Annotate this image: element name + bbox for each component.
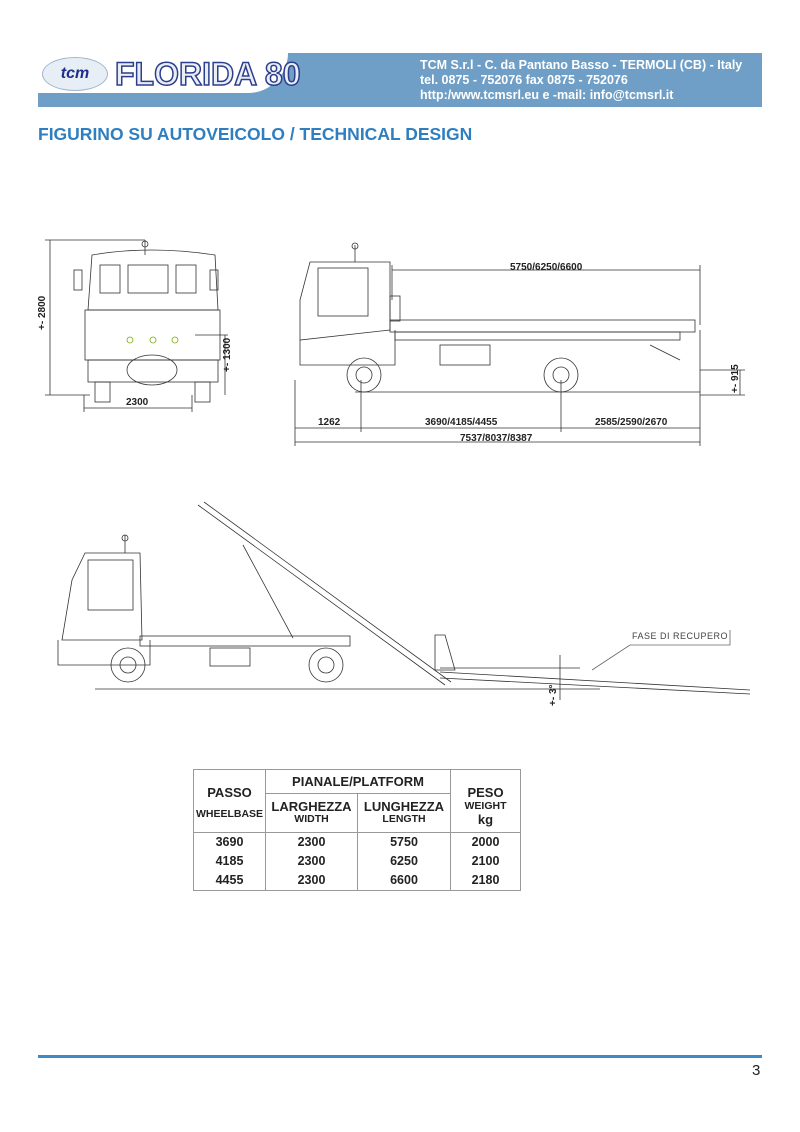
- dim-rear-overhang: 2585/2590/2670: [595, 417, 668, 428]
- header-peso: PESO: [450, 769, 521, 800]
- table-row-cell: 2300: [297, 854, 326, 868]
- header-length: LENGTH: [382, 812, 426, 825]
- tcm-logo: tcm: [42, 57, 108, 91]
- dim-platform-length: 5750/6250/6600: [510, 262, 583, 273]
- dim-width-2300: 2300: [126, 397, 149, 408]
- dim-height-2800: +- 2800: [37, 295, 48, 330]
- front-view-drawing: [45, 239, 228, 412]
- florida-80-logo: FLORIDA 80: [114, 55, 301, 93]
- table-row-cell: 2300: [297, 835, 326, 849]
- company-web: http:/www.tcmsrl.eu e -mail: info@tcmsrl…: [420, 88, 674, 102]
- dim-front-overhang: 1262: [318, 417, 341, 428]
- dim-rear-height-915: +- 915: [730, 364, 741, 393]
- header-lunghezza: LUNGHEZZA: [363, 798, 445, 814]
- table-row-cell: 4185: [215, 854, 244, 868]
- header-weight: WEIGHT: [464, 799, 507, 812]
- table-row-cell: 2300: [297, 873, 326, 887]
- header-width: WIDTH: [294, 812, 329, 825]
- dim-total-length: 7537/8037/8387: [460, 433, 533, 444]
- recovery-phase-label: FASE DI RECUPERO: [632, 631, 729, 641]
- table-row-cell: 2100: [471, 854, 500, 868]
- table-row-cell: 3690: [215, 835, 244, 849]
- header-larghezza: LARGHEZZA: [271, 798, 352, 814]
- company-address: TCM S.r.l - C. da Pantano Basso - TERMOL…: [420, 58, 743, 72]
- dim-platform-height-1300: +- 1300: [222, 337, 233, 372]
- table-row-cell: 5750: [390, 835, 418, 849]
- side-view-drawing: [294, 242, 745, 446]
- loading-view-drawing: [57, 501, 751, 700]
- specs-table: PASSO PIANALE/PLATFORM PESO WHEELBASE LA…: [193, 769, 521, 891]
- footer-divider: [38, 1055, 762, 1058]
- table-row-cell: 4455: [215, 873, 244, 887]
- header-passo: PASSO: [193, 769, 266, 800]
- header-pianale: PIANALE/PLATFORM: [265, 769, 451, 794]
- dim-angle-3: +- 3°: [548, 684, 559, 706]
- page-title: FIGURINO SU AUTOVEICOLO / TECHNICAL DESI…: [38, 124, 473, 144]
- company-phone: tel. 0875 - 752076 fax 0875 - 752076: [420, 73, 628, 87]
- table-row-cell: 6250: [390, 854, 418, 868]
- dim-wheelbase: 3690/4185/4455: [425, 417, 498, 428]
- table-row-cell: 2000: [471, 835, 500, 849]
- header-kg: kg: [477, 811, 494, 827]
- table-row-cell: 2180: [471, 873, 500, 887]
- page-number: 3: [752, 1062, 761, 1079]
- table-row-cell: 6600: [390, 873, 418, 887]
- header-wheelbase: WHEELBASE: [193, 799, 266, 833]
